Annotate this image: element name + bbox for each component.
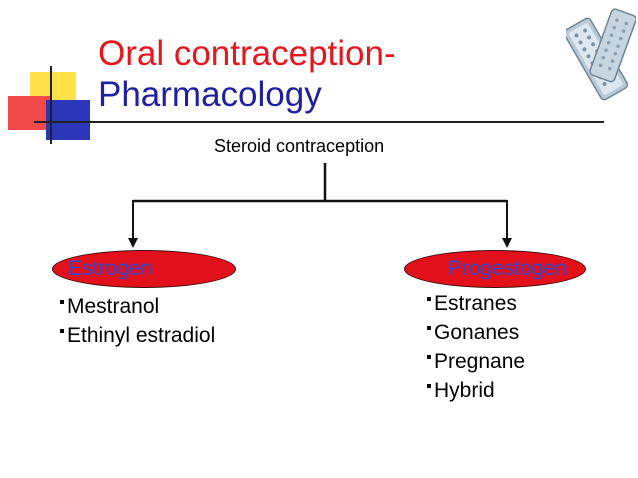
node-estrogen: Estrogen [52,250,236,288]
estrogen-list: Mestranol Ethinyl estradiol [60,292,215,350]
title-underline [34,121,604,123]
pill-pack-icon [566,8,636,101]
decor-vertical-line [50,66,52,144]
progestogen-list: Estranes Gonanes Pregnane Hybrid [427,289,525,405]
arrowhead-right [502,238,512,248]
node-progestogen: Progestogen [404,250,586,288]
list-item: Pregnane [427,347,525,376]
list-item: Ethinyl estradiol [60,321,215,350]
root-node-label: Steroid contraception [214,136,385,156]
slide-title-line1: Oral contraception- [98,34,396,73]
list-item: Gonanes [427,318,525,347]
node-progestogen-label: Progestogen [447,257,567,280]
decor-blue-square [46,100,90,140]
arrowhead-left [128,238,138,248]
list-item: Estranes [427,289,525,318]
node-estrogen-label: Estrogen [67,257,153,280]
slide-title-line2: Pharmacology [98,75,322,114]
list-item: Hybrid [427,376,525,405]
decor-red-square [8,96,50,130]
list-item: Mestranol [60,292,215,321]
